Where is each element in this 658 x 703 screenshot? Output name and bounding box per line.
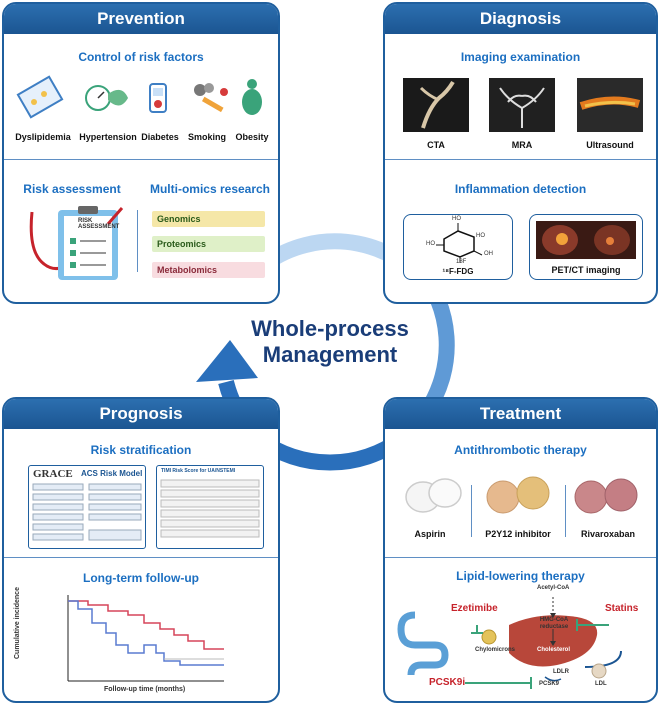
- cta-label: CTA: [427, 140, 445, 150]
- diagnosis-divider: [385, 159, 656, 160]
- ldlr-label: LDLR: [553, 669, 569, 675]
- acetyl-coa-label: Acetyl-CoA: [537, 585, 570, 591]
- prevention-panel: Prevention Control of risk factors Dysli…: [2, 2, 280, 304]
- obesity-icon: [242, 79, 262, 115]
- grace-calculator: GRACE ACS Risk Model: [28, 465, 146, 549]
- pet-box: PET/CT imaging: [529, 214, 643, 280]
- fdg-group-0: HO: [452, 216, 461, 222]
- intestine-icon: [397, 611, 449, 676]
- mra-image: [489, 78, 555, 132]
- antithrombotic-title: Antithrombotic therapy: [454, 443, 587, 457]
- statins-label: Statins: [605, 603, 639, 614]
- treatment-divider-v2: [565, 485, 566, 537]
- fdg-group-4: 18F: [456, 259, 467, 265]
- treatment-header: Treatment: [385, 399, 656, 429]
- risk-factor-icons: [16, 75, 262, 119]
- treatment-divider: [385, 557, 656, 558]
- lipid-pathway-diagram: [397, 597, 622, 689]
- hmg-coa-label: HMG-CoA reductase: [539, 617, 569, 630]
- km-x-axis-label: Follow-up time (months): [104, 686, 186, 693]
- ezetimibe-label: Ezetimibe: [451, 603, 498, 614]
- risk-assessment-title: Risk assessment: [23, 182, 121, 196]
- mra-label: MRA: [511, 140, 533, 150]
- cycle-arrowhead: [196, 340, 258, 382]
- chylomicron-icon: [481, 629, 497, 645]
- diagnosis-panel: Diagnosis Imaging examination CTA MRA Ul…: [383, 2, 658, 304]
- prevention-header: Prevention: [4, 4, 278, 34]
- risk-factor-label-2: Diabetes: [141, 132, 179, 142]
- smoking-icon: [194, 83, 228, 113]
- fdg-molecule: [436, 223, 483, 263]
- multi-omics-title: Multi-omics research: [149, 182, 271, 196]
- km-y-axis-label: Cumulative incidence: [14, 587, 21, 659]
- clipboard-icon: [29, 206, 124, 280]
- genomics-bar: Genomics: [152, 211, 265, 227]
- cholesterol-label: Cholesterol: [537, 647, 571, 653]
- grace-title: ACS Risk Model: [81, 469, 143, 478]
- dyslipidemia-icon: [16, 75, 64, 119]
- prevention-divider-v: [137, 210, 138, 272]
- risk-factor-label-1: Hypertension: [79, 132, 137, 142]
- risk-factor-label-0: Dyslipidemia: [15, 132, 71, 142]
- timi-calculator: TIMI Risk Score for UA/NSTEMI: [156, 465, 264, 549]
- grace-logo: GRACE: [33, 468, 73, 480]
- drug-label-aspirin: Aspirin: [414, 529, 446, 539]
- aspirin-pills-icon: [405, 478, 462, 513]
- control-risk-title: Control of risk factors: [78, 50, 204, 64]
- risk-factor-label-4: Obesity: [235, 132, 269, 142]
- diagnosis-header: Diagnosis: [385, 4, 656, 34]
- diabetes-icon: [149, 83, 167, 113]
- fdg-group-1: HO: [426, 241, 435, 247]
- fdg-group-3: OH: [484, 251, 493, 257]
- metabolomics-label: Metabolomics: [157, 265, 218, 275]
- prognosis-header: Prognosis: [4, 399, 278, 429]
- km-blue-line: [68, 600, 224, 666]
- treatment-panel: Treatment Antithrombotic therapy Aspirin…: [383, 397, 658, 703]
- fdg-label: ¹⁸F-FDG: [442, 267, 474, 276]
- proteomics-bar: Proteomics: [152, 236, 265, 252]
- ultrasound-image: [577, 78, 643, 132]
- fdg-group-2: HO: [476, 233, 485, 239]
- km-red-line: [68, 600, 224, 650]
- pcsk9-label: PCSK9: [539, 681, 560, 687]
- proteomics-label: Proteomics: [157, 239, 207, 249]
- cta-image: [403, 78, 469, 132]
- hypertension-icon: [85, 85, 128, 111]
- chylomicrons-label: Chylomicrons: [475, 647, 516, 653]
- prevention-divider: [4, 159, 278, 160]
- km-curve: [67, 595, 224, 682]
- pet-image: [536, 221, 636, 259]
- imaging-title: Imaging examination: [460, 50, 581, 64]
- inflammation-title: Inflammation detection: [454, 182, 587, 196]
- risk-factor-label-3: Smoking: [187, 132, 226, 142]
- center-line2: Management: [262, 342, 398, 367]
- ldl-label: LDL: [595, 681, 607, 687]
- whole-process-title: Whole-process Management: [220, 316, 440, 368]
- fdg-box: HO HO HO OH 18F ¹⁸F-FDG: [403, 214, 513, 280]
- pet-label: PET/CT imaging: [551, 265, 621, 275]
- followup-title: Long-term follow-up: [83, 571, 199, 585]
- treatment-divider-v1: [471, 485, 472, 537]
- p2y12-pills-icon: [486, 476, 550, 514]
- prognosis-divider: [4, 557, 278, 558]
- drug-label-p2y12: P2Y12 inhibitor: [485, 529, 551, 539]
- risk-strat-title: Risk stratification: [90, 443, 192, 457]
- center-line1: Whole-process: [251, 316, 409, 341]
- metabolomics-bar: Metabolomics: [152, 262, 265, 278]
- clipboard-text: RISK ASSESSMENT: [78, 218, 120, 230]
- prognosis-panel: Prognosis Risk stratification GRACE ACS …: [2, 397, 280, 703]
- drug-label-rivaroxaban: Rivaroxaban: [580, 529, 636, 539]
- lipid-title: Lipid-lowering therapy: [456, 569, 585, 583]
- rivaroxaban-pills-icon: [574, 478, 638, 514]
- cycle-arc-bottom: [255, 433, 405, 471]
- ultrasound-label: Ultrasound: [586, 140, 634, 150]
- ldl-icon: [591, 663, 607, 679]
- pcsk9i-label: PCSK9i: [429, 677, 466, 688]
- timi-title: TIMI Risk Score for UA/NSTEMI: [161, 468, 236, 474]
- genomics-label: Genomics: [157, 214, 201, 224]
